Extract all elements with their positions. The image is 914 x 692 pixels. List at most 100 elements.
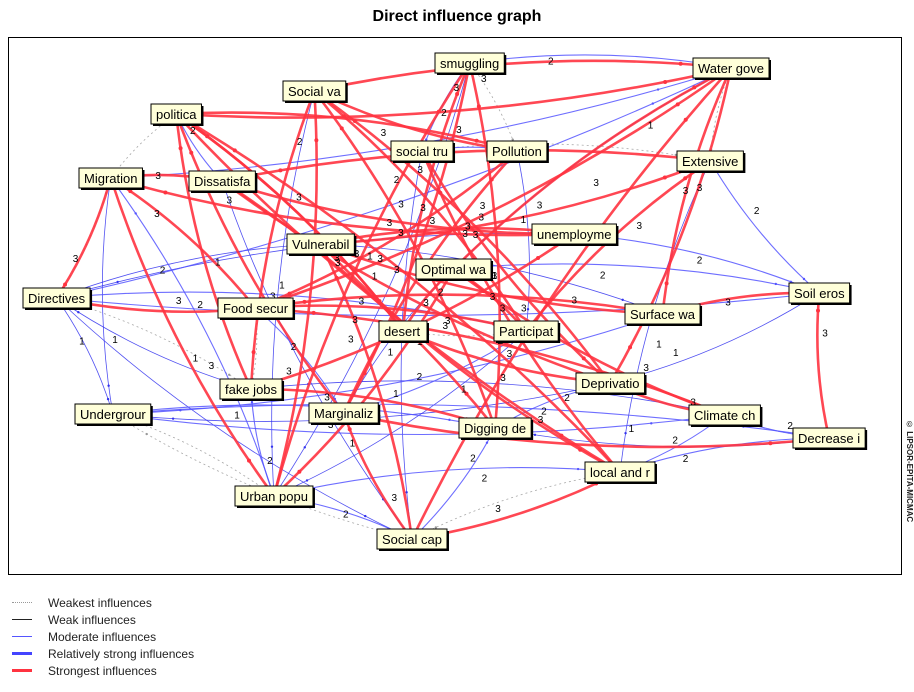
node-participat[interactable]: Participat: [493, 320, 561, 343]
edge-arrow: [533, 433, 537, 437]
edge-strength-label: 3: [462, 229, 468, 240]
edge-pollution-foodsecur: [255, 150, 518, 310]
edge-strength-label: 3: [354, 249, 360, 260]
node-label: unemployme: [537, 227, 611, 242]
node-box: [486, 140, 548, 162]
node-diggingde[interactable]: Digging de: [458, 417, 534, 440]
node-socialcap[interactable]: Social cap: [376, 528, 449, 551]
legend-label-relatively-strong: Relatively strong influences: [48, 647, 195, 661]
edge-socialva-water: [314, 59, 732, 93]
edge-strength-label: 1: [279, 280, 285, 291]
node-urbanpopu[interactable]: Urban popu: [234, 485, 315, 508]
node-decrease[interactable]: Decrease i: [792, 427, 868, 450]
node-foodsecur[interactable]: Food secur: [217, 297, 296, 320]
edge-strength-label: 3: [537, 201, 543, 212]
edge-arrow: [683, 176, 688, 181]
node-water[interactable]: Water gove: [692, 57, 771, 80]
edge-arrow: [651, 102, 654, 105]
node-localand[interactable]: local and r: [584, 461, 657, 484]
edge-strength-label: 3: [490, 292, 496, 303]
node-label: Water gove: [698, 61, 764, 76]
edge-arrow: [448, 418, 451, 422]
edge-arrow: [536, 256, 541, 261]
node-box: [624, 303, 701, 325]
edge-arrow: [511, 138, 514, 141]
edge-strength-label: 1: [372, 272, 378, 283]
node-deprivatio[interactable]: Deprivatio: [575, 372, 647, 395]
edge-arrow: [768, 441, 773, 446]
node-climatech[interactable]: Climate ch: [688, 404, 763, 427]
node-box: [219, 378, 283, 400]
edge-strength-label: 2: [417, 372, 423, 383]
edge-directives-water: [56, 67, 732, 299]
edge-arrow: [485, 441, 489, 444]
edge-socialtru-deprivatio: [420, 150, 612, 384]
edge-strength-label: 1: [234, 411, 240, 422]
edge-arrow: [678, 61, 683, 66]
node-directives[interactable]: Directives: [22, 287, 93, 310]
node-undergrour[interactable]: Undergrour: [74, 403, 153, 426]
node-box: [390, 140, 454, 162]
edge-arrow: [692, 85, 697, 90]
edge-surfacewa-foodsecur: [255, 293, 663, 316]
node-marginaliz[interactable]: Marginaliz: [308, 402, 381, 425]
node-box: [415, 258, 492, 280]
edge-strength-label: 3: [270, 292, 276, 303]
edge-arrow: [163, 190, 168, 195]
node-dissatisfa[interactable]: Dissatisfa: [188, 170, 258, 193]
node-extensive[interactable]: Extensive: [676, 150, 746, 173]
node-pollution[interactable]: Pollution: [486, 140, 549, 163]
edge-optimal-soileros: [453, 263, 820, 294]
edge-strength-label: 3: [348, 335, 354, 346]
edge-vulnerabil-localand: [319, 243, 621, 474]
edge-strength-label: 2: [343, 510, 349, 521]
edge-socialcap-water: [410, 67, 732, 540]
edge-strength-label: 3: [538, 415, 544, 426]
node-migration[interactable]: Migration: [78, 167, 145, 190]
node-soileros[interactable]: Soil eros: [788, 282, 852, 305]
edge-strength-label: 3: [423, 298, 429, 309]
edge-vulnerabil-extensive: [320, 159, 711, 246]
edge-arrow: [436, 109, 441, 114]
node-label: Social cap: [382, 532, 442, 547]
node-smuggling[interactable]: smuggling: [434, 52, 507, 75]
node-vulnerabil[interactable]: Vulnerabil: [286, 233, 357, 256]
node-unemploy[interactable]: unemployme: [531, 223, 619, 246]
edge-migration-undergrour: [101, 177, 114, 415]
node-label: local and r: [590, 465, 651, 480]
node-box: [688, 404, 761, 426]
edge-strength-label: 1: [673, 348, 679, 359]
node-socialva[interactable]: Social va: [282, 80, 348, 103]
edge-arrow: [674, 153, 677, 157]
edge-strength-label: 3: [481, 74, 487, 85]
edge-arrow: [628, 345, 633, 350]
edge-strength-label: 3: [690, 397, 696, 408]
legend: Weakest influences Weak influences Moder…: [8, 595, 308, 690]
edge-arrow: [305, 479, 309, 482]
edge-strength-label: 3: [73, 254, 79, 265]
edge-strength-label: 3: [417, 165, 423, 176]
edge-dissatisfa-diggingde: [221, 179, 497, 429]
node-desert[interactable]: desert: [378, 320, 429, 343]
edge-strength-label: 1: [215, 258, 221, 269]
legend-line-strongest: [12, 669, 32, 672]
edge-arrow: [474, 138, 479, 143]
node-box: [531, 223, 617, 245]
node-politica[interactable]: politica: [150, 103, 204, 126]
node-fakejobs[interactable]: fake jobs: [219, 378, 285, 401]
edge-arrow: [650, 422, 653, 425]
edge-strength-label: 1: [350, 439, 356, 450]
edge-strength-label: 3: [643, 363, 649, 374]
edge-arrow: [311, 310, 316, 315]
node-label: Food secur: [223, 301, 289, 316]
node-surfacewa[interactable]: Surface wa: [624, 303, 703, 326]
edge-socialva-fakejobs: [249, 90, 316, 390]
node-optimal[interactable]: Optimal wa: [415, 258, 494, 281]
edge-localand-socialtru: [420, 150, 621, 473]
edge-strength-label: 2: [197, 300, 203, 311]
node-box: [458, 417, 532, 439]
edge-deprivatio-socialva: [313, 89, 612, 384]
edge-strength-label: 2: [600, 271, 606, 282]
node-socialtru[interactable]: social tru: [390, 140, 456, 163]
